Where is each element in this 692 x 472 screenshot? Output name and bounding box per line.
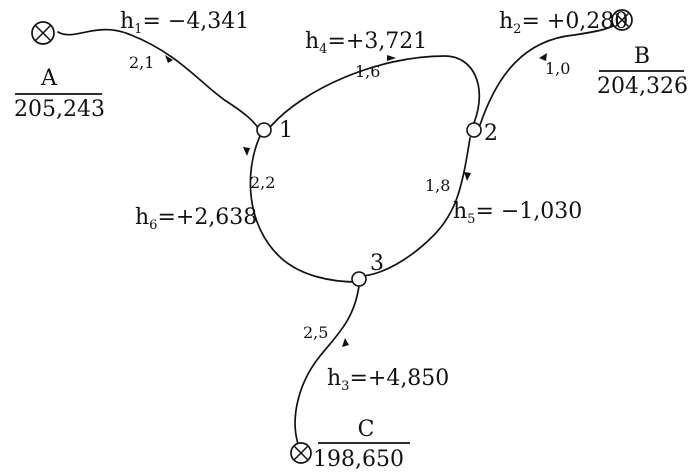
route-b-2	[479, 19, 625, 126]
h5-label: h5= −1,030	[453, 199, 582, 227]
point-3-circle	[351, 271, 367, 287]
benchmark-b-elevation: 204,326	[597, 74, 688, 99]
point-2-circle	[466, 122, 482, 138]
h3-label: h3=+4,850	[327, 366, 449, 394]
length-2-3: 1,8	[425, 176, 450, 195]
arrow-c-3	[342, 338, 349, 347]
point-3-label: 3	[370, 251, 384, 276]
route-2-3	[362, 137, 471, 277]
benchmark-a-symbol	[31, 21, 55, 45]
arrow-a-1	[165, 55, 173, 63]
length-b-2: 1,0	[545, 59, 570, 78]
length-1-2: 1,6	[355, 62, 380, 81]
arrow-2-3	[464, 172, 471, 181]
length-a-1: 2,1	[129, 53, 154, 72]
point-1-circle	[256, 122, 272, 138]
point-2-label: 2	[484, 121, 498, 146]
h2-label: h2= +0,280	[499, 9, 628, 37]
benchmark-b-symbol	[611, 9, 633, 31]
benchmark-b-name: B	[634, 44, 650, 69]
route-1-2	[270, 55, 481, 127]
route-a-1	[57, 28, 259, 129]
benchmark-a-elevation: 205,243	[14, 97, 105, 122]
arrow-1-3	[243, 147, 250, 156]
point-1-label: 1	[279, 118, 293, 143]
arrow-b-2	[539, 53, 547, 61]
arrow-1-2	[387, 55, 396, 61]
benchmark-a-name: A	[40, 66, 58, 91]
benchmark-c-symbol	[290, 442, 312, 464]
length-c-3: 2,5	[303, 323, 328, 342]
length-1-3: 2,2	[250, 173, 275, 192]
benchmark-c-elevation: 198,650	[313, 447, 404, 472]
h1-label: h1= −4,341	[120, 9, 249, 37]
benchmark-c-name: C	[358, 417, 375, 442]
route-c-3	[294, 285, 360, 445]
h4-label: h4=+3,721	[305, 29, 427, 57]
route-1-3	[249, 135, 359, 283]
h6-label: h6=+2,638	[135, 205, 257, 233]
